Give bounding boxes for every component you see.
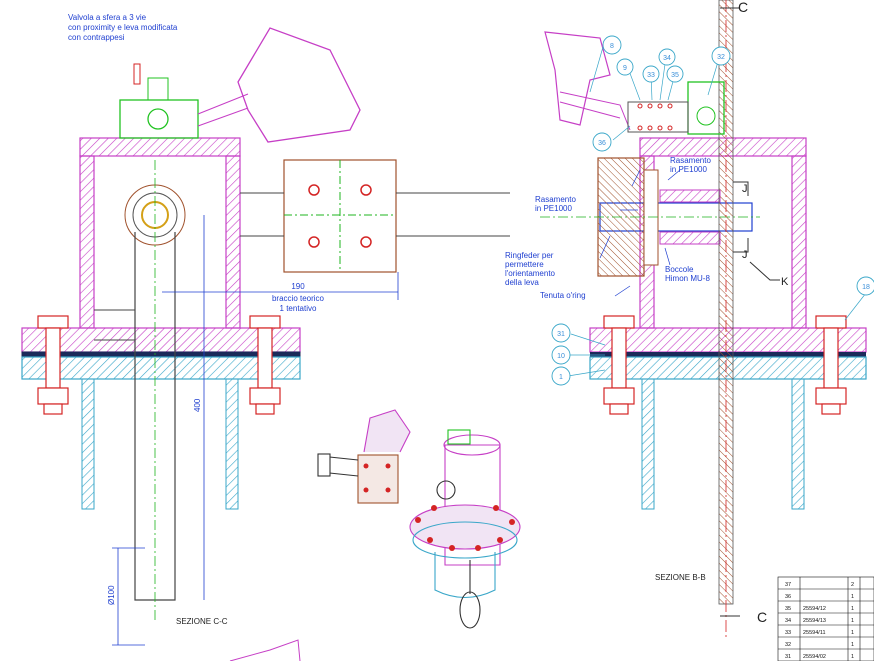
- valve-note-line-2: con proximity e leva modificata: [68, 23, 178, 32]
- cut-j-top: J: [742, 183, 748, 195]
- table-row-5-code: 25594/11: [803, 630, 826, 636]
- balloon-35: [666, 65, 684, 83]
- rasamento-left-1: Rasamento: [535, 195, 576, 204]
- balloon-33-text: 33: [647, 72, 655, 79]
- iso-flange: [409, 504, 521, 550]
- balloon-9-text: 9: [623, 65, 627, 72]
- left-tank-wall-left: [79, 155, 95, 329]
- rasamento-left-2: in PE1000: [535, 204, 572, 213]
- balloon-31-text: 31: [557, 331, 565, 338]
- dim-arm-line-2: braccio teorico: [272, 294, 325, 303]
- dim-arm-line-3: 1 tentativo: [280, 304, 317, 313]
- left-bolt-1: [37, 315, 69, 415]
- section-cc-label: SEZIONE C-C: [176, 617, 228, 626]
- rasamento-top-1: Rasamento: [670, 156, 711, 165]
- table-row-2-pos: 36: [785, 594, 791, 600]
- ringfeder-line-4: della leva: [505, 278, 539, 287]
- table-row-6-pos: 32: [785, 642, 791, 648]
- valve-counterweight-paddle: [237, 27, 361, 143]
- rasamento-top-2: in PE1000: [670, 165, 707, 174]
- left-tank-wall-right: [225, 155, 241, 329]
- balloon-10-text: 10: [557, 353, 565, 360]
- valve-note-line-1: Valvola a sfera a 3 vie: [68, 13, 147, 22]
- ringfeder-line-3: l'orientamento: [505, 269, 556, 278]
- left-flange-magenta: [21, 327, 301, 353]
- left-bolt-2: [249, 315, 281, 415]
- isometric-view: [317, 409, 521, 629]
- section-cc-view: [21, 27, 510, 661]
- section-bb-label: SEZIONE B-B: [655, 573, 706, 582]
- cut-k: K: [781, 276, 789, 288]
- left-valve-body: [119, 99, 199, 139]
- cut-c-top: C: [738, 0, 748, 15]
- balloon-1-text: 1: [559, 374, 563, 381]
- ringfeder-line-1: Ringfeder per: [505, 251, 554, 260]
- table-row-4-pos: 34: [785, 618, 791, 624]
- table-row-5-qty: 1: [851, 630, 854, 636]
- table-row-7-qty: 1: [851, 654, 854, 660]
- balloon-35-text: 35: [671, 72, 679, 79]
- right-bolt-1: [603, 315, 635, 415]
- balloon-10: [551, 345, 571, 365]
- table-row-5-pos: 33: [785, 630, 791, 636]
- dim-phi100: Ø100: [107, 585, 116, 605]
- table-row-2-qty: 1: [851, 594, 854, 600]
- balloon-8: [602, 35, 622, 55]
- boccole-line-2: Himon MU-8: [665, 274, 710, 283]
- left-tank-top-cover: [79, 137, 241, 157]
- table-row-3-pos: 35: [785, 606, 791, 612]
- iso-shaft: [436, 480, 456, 500]
- table-row-4-qty: 1: [851, 618, 854, 624]
- table-row-1-qty: 2: [851, 582, 854, 588]
- balloon-36-text: 36: [598, 140, 606, 147]
- table-row-7-pos: 31: [785, 654, 791, 660]
- right-bolt-2: [815, 315, 847, 415]
- dim-400: 400: [193, 398, 202, 412]
- balloon-32-text: 32: [717, 54, 725, 61]
- right-valve-body: [687, 81, 725, 135]
- balloon-36: [592, 132, 612, 152]
- cut-c-bottom: C: [757, 609, 767, 625]
- left-flange-cyan: [21, 356, 301, 380]
- ringfeder-line-2: permettere: [505, 260, 544, 269]
- table-row-6-qty: 1: [851, 642, 854, 648]
- section-bb-view: [540, 0, 867, 640]
- balloon-18-text: 18: [862, 284, 870, 291]
- balloon-32: [711, 46, 731, 66]
- dim-arm-value: 190: [291, 282, 305, 291]
- valve-note-line-3: con contrappesi: [68, 33, 125, 42]
- balloon-9: [616, 58, 634, 76]
- tenuta-label: Tenuta o'ring: [540, 291, 586, 300]
- balloon-1: [551, 366, 571, 386]
- balloon-18: [856, 276, 874, 296]
- balloon-group: [551, 35, 874, 386]
- cut-j-bottom: J: [742, 249, 748, 261]
- table-row-1-pos: 37: [785, 582, 791, 588]
- balloon-33: [642, 65, 660, 83]
- plate-bolt-holes: [308, 184, 372, 248]
- left-pipe-wall-left: [81, 378, 95, 510]
- right-handle: [544, 31, 611, 126]
- table-row-4-code: 25594/13: [803, 618, 826, 624]
- parts-table: [777, 576, 874, 661]
- iso-plate: [357, 454, 399, 504]
- balloon-31: [551, 323, 571, 343]
- table-row-3-qty: 1: [851, 606, 854, 612]
- balloon-34-text: 34: [663, 55, 671, 62]
- table-row-7-code: 25594/02: [803, 654, 826, 660]
- balloon-34: [658, 48, 676, 66]
- boccole-line-1: Boccole: [665, 265, 694, 274]
- balloon-8-text: 8: [610, 43, 614, 50]
- table-row-3-code: 25594/12: [803, 606, 826, 612]
- left-pipe-wall-right: [225, 378, 239, 510]
